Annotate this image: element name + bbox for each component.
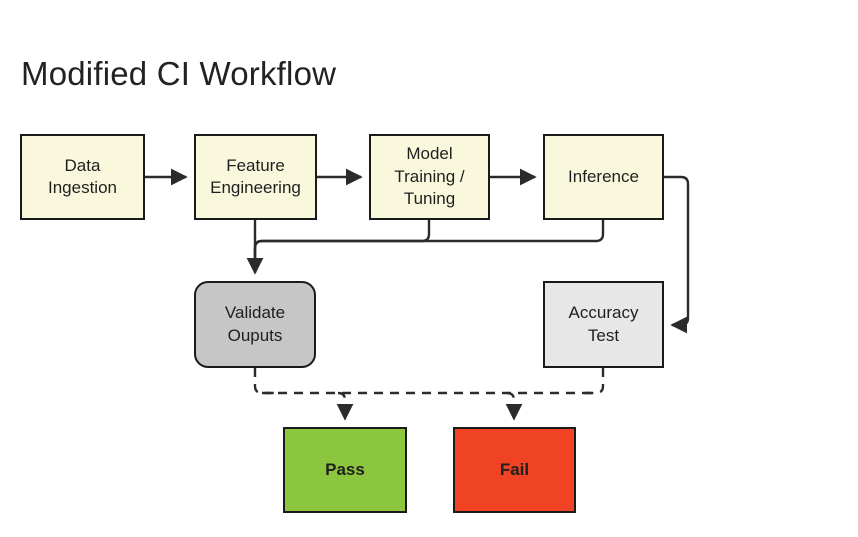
edge-inference-to-accuracy-test — [664, 175, 690, 334]
node-model-training[interactable]: Model Training / Tuning — [369, 134, 490, 220]
edge-results-bus-to-pass — [336, 391, 354, 421]
edge-accuracy-test-to-results-bus — [582, 368, 605, 395]
node-validate-outputs[interactable]: Validate Ouputs — [194, 281, 316, 368]
edge-model-training-to-validate-outputs — [253, 220, 431, 258]
node-data-ingestion[interactable]: Data Ingestion — [20, 134, 145, 220]
edge-results-bus-to-fail — [505, 391, 523, 421]
node-feature-engineering[interactable]: Feature Engineering — [194, 134, 317, 220]
edge-inference-to-validate-outputs — [253, 220, 605, 258]
node-pass[interactable]: Pass — [283, 427, 407, 513]
node-inference[interactable]: Inference — [543, 134, 664, 220]
page-title: Modified CI Workflow — [21, 55, 337, 92]
node-fail[interactable]: Fail — [453, 427, 576, 513]
node-accuracy-test[interactable]: Accuracy Test — [543, 281, 664, 368]
edge-validate-outputs-to-results-bus — [253, 368, 276, 395]
